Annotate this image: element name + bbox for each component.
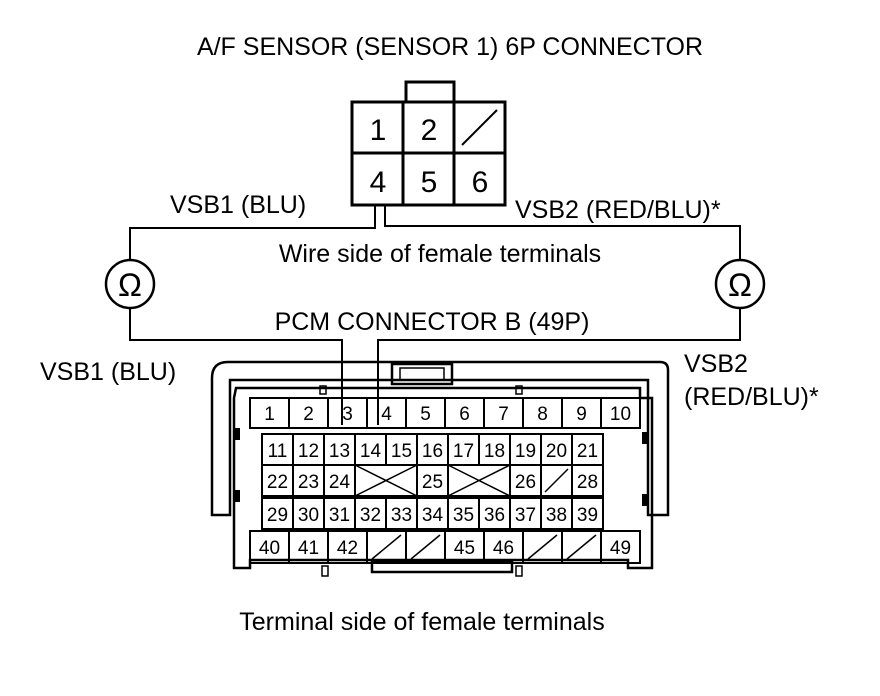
pcm-pin: 39 xyxy=(577,505,598,526)
sensor-view-label: Wire side of female terminals xyxy=(279,240,601,268)
pcm-pin: 11 xyxy=(268,441,288,462)
pcm-side-clips xyxy=(234,428,648,506)
ohmmeter-left-circle xyxy=(104,258,156,310)
ohmmeter-right-circle xyxy=(714,258,766,310)
pcm-pin: 20 xyxy=(546,441,567,462)
pcm-pin-grid xyxy=(249,397,641,564)
vsb2-upper-label: VSB2 (RED/BLU)* xyxy=(515,196,721,224)
pcm-pin: 3 xyxy=(342,404,353,425)
sensor-pin: 2 xyxy=(421,114,438,147)
test-leads xyxy=(129,205,741,425)
vsb1-lower-label: VSB1 (BLU) xyxy=(40,358,176,386)
pcm-top-latch xyxy=(390,362,454,386)
pcm-pin-cell xyxy=(600,530,641,564)
pcm-pin: 15 xyxy=(391,441,412,462)
ohmmeter-left: Ω xyxy=(104,258,156,310)
pcm-pin: 41 xyxy=(298,538,319,559)
pcm-pin: 1 xyxy=(264,404,275,425)
pcm-blank-mark xyxy=(527,534,558,560)
pcm-pin: 37 xyxy=(515,505,536,526)
pcm-pin: 42 xyxy=(337,538,358,559)
sensor-connector-title: A/F SENSOR (SENSOR 1) 6P CONNECTOR xyxy=(197,33,703,61)
pcm-blank-mark xyxy=(447,464,511,497)
vsb2-lower-label-line1: VSB2 xyxy=(684,350,748,378)
ohmmeter-right: Ω xyxy=(714,258,766,310)
pcm-pin: 4 xyxy=(381,404,392,425)
pcm-pin-cell xyxy=(600,397,641,429)
pcm-pin: 22 xyxy=(267,472,288,493)
right-lead-lower xyxy=(377,308,741,425)
pcm-pin: 31 xyxy=(329,505,350,526)
pcm-view-label: Terminal side of female terminals xyxy=(239,608,604,636)
pcm-pin: 23 xyxy=(298,472,319,493)
pcm-blank-mark xyxy=(544,468,569,493)
pcm-pin-cell xyxy=(571,464,604,497)
pcm-pin: 14 xyxy=(360,441,382,462)
sensor-connector-lock-tab xyxy=(404,80,456,104)
pcm-pin: 30 xyxy=(298,505,319,526)
pcm-pin: 38 xyxy=(546,505,567,526)
pcm-pin: 34 xyxy=(422,505,444,526)
sensor-pin-3-blank-slash xyxy=(461,109,498,146)
pcm-pin: 13 xyxy=(329,441,350,462)
left-lead-lower xyxy=(129,308,343,425)
right-lead-upper xyxy=(384,205,741,260)
pcm-connector xyxy=(210,360,670,577)
pcm-pin: 12 xyxy=(298,441,319,462)
sensor-pin: 4 xyxy=(370,166,387,199)
sensor-pin: 1 xyxy=(370,114,387,147)
ohm-icon: Ω xyxy=(118,267,142,303)
pcm-pin: 32 xyxy=(360,505,381,526)
pcm-pin: 40 xyxy=(259,538,280,559)
pcm-pin: 18 xyxy=(484,441,505,462)
pcm-pin: 9 xyxy=(576,404,587,425)
pcm-pin: 25 xyxy=(422,472,443,493)
pcm-blank-mark xyxy=(410,534,441,560)
sensor-pins: 1 2 4 5 6 xyxy=(370,114,489,199)
sensor-pin: 5 xyxy=(421,166,438,199)
pcm-pin: 17 xyxy=(453,441,474,462)
pcm-pin: 35 xyxy=(453,505,474,526)
pcm-pin: 26 xyxy=(515,472,536,493)
pcm-pin: 45 xyxy=(454,538,475,559)
pcm-pin: 6 xyxy=(459,404,470,425)
sensor-pin: 6 xyxy=(472,166,489,199)
pcm-pin: 28 xyxy=(577,472,598,493)
pcm-pin: 49 xyxy=(610,538,631,559)
ohm-icon: Ω xyxy=(728,267,752,303)
pcm-pin: 5 xyxy=(420,404,431,425)
pcm-pin: 2 xyxy=(303,404,314,425)
pcm-pin-cell xyxy=(571,497,604,530)
pcm-pin: 7 xyxy=(498,404,509,425)
pcm-pin: 29 xyxy=(267,505,288,526)
pcm-pin: 19 xyxy=(515,441,536,462)
pcm-pin: 24 xyxy=(329,472,351,493)
pcm-pin: 16 xyxy=(422,441,443,462)
left-lead-upper xyxy=(129,205,376,260)
pcm-outer-shell xyxy=(210,360,670,517)
pcm-pin: 8 xyxy=(537,404,548,425)
pcm-pin: 36 xyxy=(484,505,505,526)
pcm-pin: 21 xyxy=(577,441,598,462)
vsb1-upper-label: VSB1 (BLU) xyxy=(170,191,306,219)
pcm-pin: 46 xyxy=(493,538,514,559)
pcm-blank-mark xyxy=(566,534,597,560)
pcm-pin: 10 xyxy=(610,404,631,425)
pcm-blank-mark xyxy=(371,534,402,560)
sensor-connector xyxy=(350,80,507,207)
pcm-blank-mark xyxy=(354,464,418,497)
pcm-connector-title: PCM CONNECTOR B (49P) xyxy=(275,308,590,336)
vsb2-lower-label-line2: (RED/BLU)* xyxy=(684,383,819,411)
pcm-pin: 33 xyxy=(391,505,412,526)
